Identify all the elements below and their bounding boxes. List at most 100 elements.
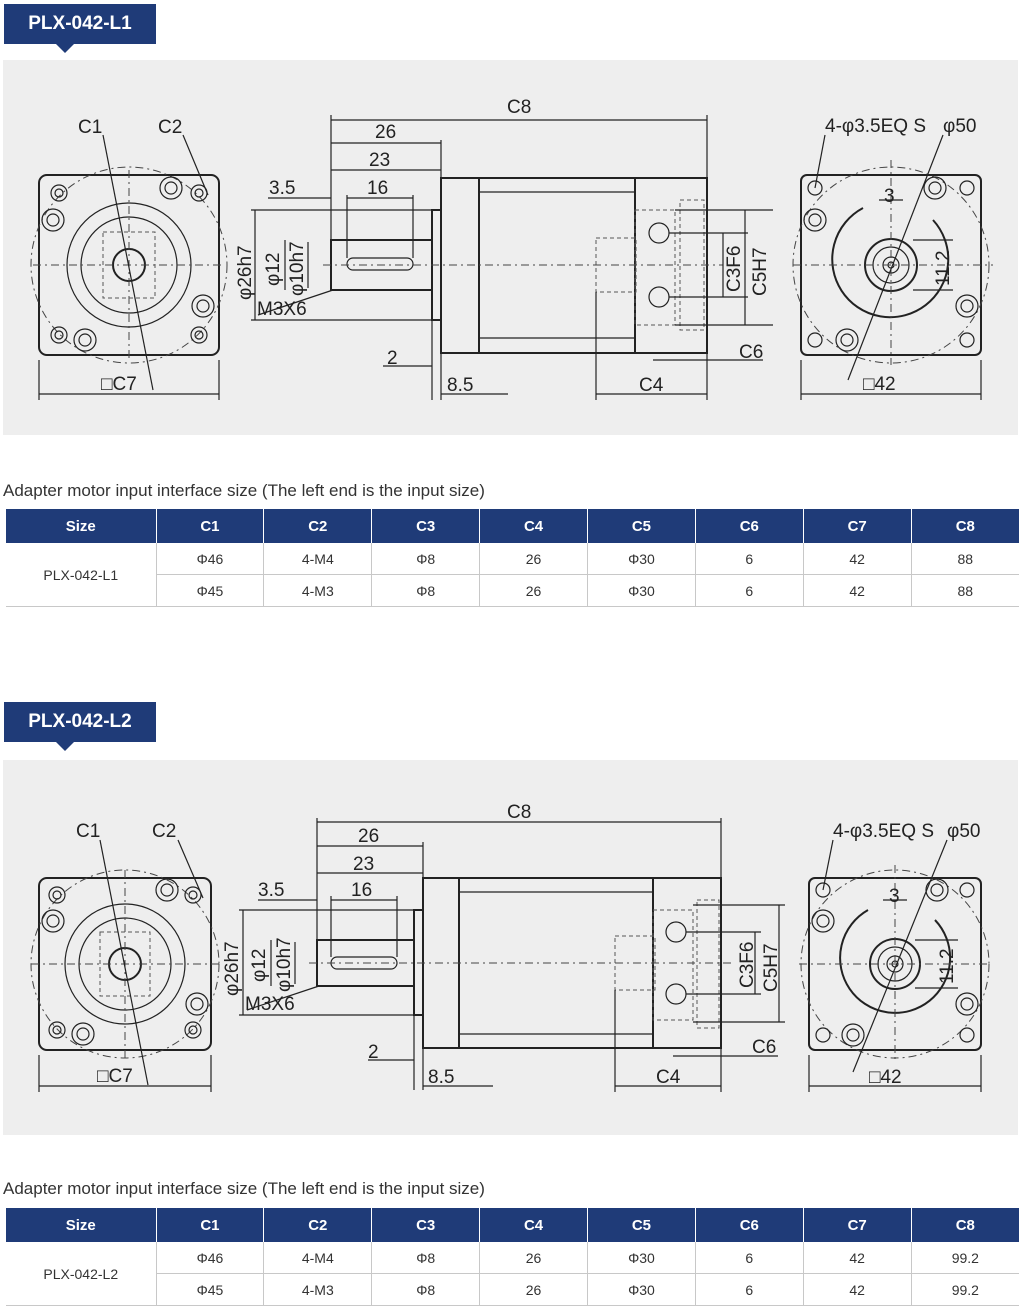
- label-d10h7: φ10h7: [287, 241, 308, 296]
- table-header: C6: [695, 509, 804, 543]
- label-3-5: 3.5: [258, 880, 284, 901]
- label-26: 26: [375, 122, 396, 143]
- table-caption: Adapter motor input interface size (The …: [3, 481, 485, 500]
- table-header: Size: [6, 509, 157, 543]
- table-header: C3: [371, 1208, 481, 1242]
- table-cell: 6: [695, 1273, 804, 1306]
- label-c5h7: C5H7: [761, 943, 782, 992]
- table-cell: Φ45: [156, 574, 265, 607]
- table-header: C7: [803, 1208, 912, 1242]
- label-d50: φ50: [943, 116, 976, 137]
- model-cell: PLX-042-L2: [6, 1242, 157, 1306]
- label-c4: C4: [639, 375, 664, 396]
- table-header: Size: [6, 1208, 157, 1242]
- table-header: C3: [371, 509, 481, 543]
- table-cell: 4-M3: [263, 1273, 373, 1306]
- table-header: C5: [587, 509, 696, 543]
- label-23: 23: [369, 150, 390, 171]
- label-42: □42: [869, 1067, 902, 1088]
- table-cell: 26: [479, 574, 588, 607]
- table-cell: Φ30: [587, 1242, 696, 1274]
- table-header: C4: [479, 509, 588, 543]
- output-end-view: 4-φ3.5EQ S φ50 3 11.2 □42: [792, 116, 993, 400]
- table-header: C8: [911, 1208, 1019, 1242]
- label-42: □42: [863, 374, 896, 395]
- label-c1: C1: [76, 821, 100, 842]
- label-8-5: 8.5: [428, 1067, 454, 1088]
- label-c3f6: C3F6: [724, 246, 745, 292]
- label-d26h7: φ26h7: [222, 941, 243, 996]
- size-table: Size C1 C2 C3 C4 C5 C6 C7 C8 PLX-042-L1 …: [6, 509, 1019, 607]
- table-cell: Φ8: [371, 574, 481, 607]
- table-row: Φ45 4-M3 Φ8 26 Φ30 6 42 88: [6, 574, 1019, 607]
- table-header: C2: [263, 509, 373, 543]
- table-row: PLX-042-L2 Φ46 4-M4 Φ8 26 Φ30 6 42 99.2: [6, 1242, 1019, 1306]
- table-cell: 26: [479, 543, 588, 575]
- table-row: PLX-042-L1 Φ46 4-M4 Φ8 26 Φ30 6 42 88: [6, 543, 1019, 607]
- table-cell: 6: [695, 543, 804, 575]
- label-m3x6: M3X6: [245, 994, 295, 1015]
- model-tag: PLX-042-L2: [4, 702, 156, 751]
- table-header: C4: [479, 1208, 588, 1242]
- label-c3f6: C3F6: [737, 942, 758, 988]
- table-cell: 42: [803, 1242, 912, 1274]
- label-c2: C2: [152, 821, 176, 842]
- table-cell: Φ30: [587, 1273, 696, 1306]
- table-row: Φ45 4-M3 Φ8 26 Φ30 6 42 99.2: [6, 1273, 1019, 1306]
- table-cell: 42: [803, 1273, 912, 1306]
- table-header: C6: [695, 1208, 804, 1242]
- label-m3x6: M3X6: [257, 299, 307, 320]
- side-view: C8 26 23 16 3.5 M3X6 2 8.5 C4 C6 φ26h7 φ…: [222, 802, 785, 1092]
- label-2: 2: [387, 348, 398, 369]
- table-cell: 42: [803, 543, 912, 575]
- label-d10h7: φ10h7: [274, 937, 295, 992]
- table-cell: 88: [911, 574, 1019, 607]
- table-cell: Φ46: [156, 543, 265, 575]
- label-8-5: 8.5: [447, 375, 473, 396]
- label-3-5: 3.5: [269, 178, 295, 199]
- table-header: C2: [263, 1208, 373, 1242]
- label-3: 3: [884, 186, 895, 207]
- label-c1: C1: [78, 117, 102, 138]
- side-view: C8 26 23 16 3.5 M3X6 2 8.5 C4 C6 φ26h7 φ…: [235, 97, 773, 400]
- label-c8: C8: [507, 802, 531, 823]
- label-c5h7: C5H7: [750, 247, 771, 296]
- label-c8: C8: [507, 97, 531, 118]
- label-11-2: 11.2: [937, 948, 958, 984]
- input-end-view: C1 C2 □C7: [30, 117, 228, 400]
- table-header-row: Size C1 C2 C3 C4 C5 C6 C7 C8: [6, 1208, 1019, 1242]
- label-23: 23: [353, 854, 374, 875]
- table-header: C5: [587, 1208, 696, 1242]
- label-holes: 4-φ3.5EQ S: [833, 821, 934, 842]
- label-16: 16: [367, 178, 388, 199]
- label-c4: C4: [656, 1067, 681, 1088]
- technical-drawing: C1 C2 □C7: [3, 60, 1018, 435]
- table-cell: Φ30: [587, 574, 696, 607]
- table-caption: Adapter motor input interface size (The …: [3, 1179, 485, 1198]
- label-d12: φ12: [263, 253, 284, 286]
- label-c7: □C7: [101, 374, 137, 395]
- label-c7: □C7: [97, 1066, 133, 1087]
- table-cell: 6: [695, 574, 804, 607]
- table-cell: Φ8: [371, 543, 481, 575]
- table-cell: 42: [803, 574, 912, 607]
- label-holes: 4-φ3.5EQ S: [825, 116, 926, 137]
- table-cell: 88: [911, 543, 1019, 575]
- label-d12: φ12: [249, 949, 270, 982]
- table-cell: Φ8: [371, 1273, 481, 1306]
- label-d50: φ50: [947, 821, 980, 842]
- size-table: Size C1 C2 C3 C4 C5 C6 C7 C8 PLX-042-L2 …: [6, 1208, 1019, 1306]
- output-end-view: 4-φ3.5EQ S φ50 3 11.2 □42: [799, 821, 991, 1092]
- table-cell: 99.2: [911, 1242, 1019, 1274]
- label-c6: C6: [752, 1037, 776, 1058]
- table-cell: 4-M3: [263, 574, 373, 607]
- label-11-2: 11.2: [933, 250, 954, 286]
- table-header: C8: [911, 509, 1019, 543]
- table-cell: 26: [479, 1242, 588, 1274]
- table-header: C7: [803, 509, 912, 543]
- technical-drawing: C1 C2 □C7: [3, 760, 1018, 1135]
- table-cell: Φ46: [156, 1242, 265, 1274]
- model-cell: PLX-042-L1: [6, 543, 157, 607]
- table-cell: Φ8: [371, 1242, 481, 1274]
- table-header-row: Size C1 C2 C3 C4 C5 C6 C7 C8: [6, 509, 1019, 543]
